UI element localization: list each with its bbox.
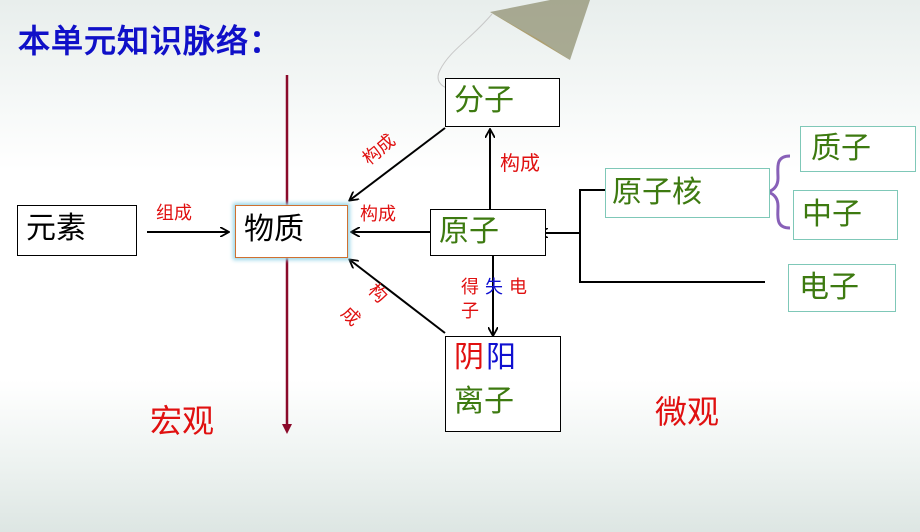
node-yuanzihe: 原子核	[605, 168, 770, 218]
node-wuzhi: 物质	[235, 205, 348, 258]
node-yuanzi: 原子	[430, 209, 546, 256]
node-dianzi-label: 电子	[799, 270, 859, 305]
node-zhizi: 质子	[800, 126, 916, 172]
node-fenzi: 分子	[445, 78, 560, 127]
label-deshi-dian: 电	[509, 277, 527, 298]
node-fenzi-label: 分子	[454, 83, 514, 118]
node-yin-label: 阴	[454, 340, 484, 375]
node-yuanzi-label: 原子	[439, 214, 499, 249]
node-zhizi-label: 质子	[811, 131, 871, 166]
label-deshi-de: 得	[461, 277, 479, 298]
node-yuansu-label: 元素	[26, 211, 86, 246]
node-dianzi: 电子	[788, 264, 896, 312]
node-lizi: 阴 阳 离子	[445, 336, 561, 432]
label-micro: 微观	[655, 393, 720, 431]
brace-icon	[763, 154, 791, 230]
page-title: 本单元知识脉络：	[18, 22, 283, 60]
label-goucheng-yuanzi-wuzhi: 构成	[360, 204, 396, 225]
node-zhongzi: 中子	[793, 190, 898, 240]
bracket-line	[579, 189, 765, 283]
label-macro: 宏观	[150, 402, 215, 440]
label-deshi-zi: 子	[461, 301, 479, 322]
label-zucheng: 组成	[156, 203, 192, 224]
node-wuzhi-label: 物质	[244, 212, 304, 247]
node-lizi-label: 离子	[454, 384, 514, 419]
node-yuanzihe-label: 原子核	[612, 175, 702, 210]
node-yang-label: 阳	[486, 340, 516, 375]
arrow-lizi-wuzhi	[350, 260, 446, 334]
label-goucheng-yuanzi-fenzi: 构成	[500, 151, 540, 175]
node-zhongzi-label: 中子	[802, 197, 862, 232]
label-deshi-shi: 失	[485, 277, 503, 298]
node-yuansu: 元素	[17, 205, 137, 256]
arrow-fenzi-wuzhi	[350, 127, 446, 200]
